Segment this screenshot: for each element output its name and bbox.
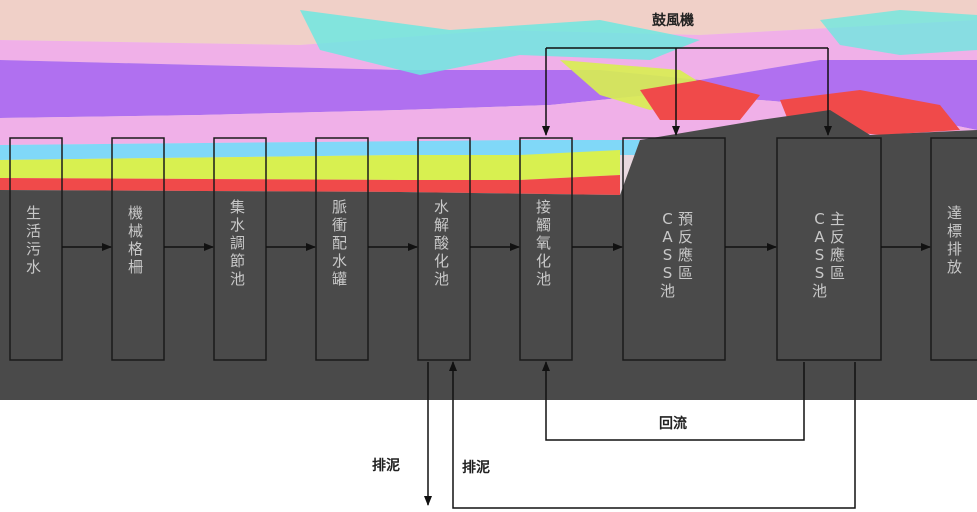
step-char: 機 (128, 204, 144, 222)
step-char: 水 (26, 258, 42, 276)
box-s5 (417, 137, 471, 361)
step-char: 反 (678, 228, 694, 246)
return-label: 回流 (659, 416, 687, 432)
box-s6 (519, 137, 573, 361)
return-lines (424, 361, 856, 509)
step-label-s2: 機械格柵 (128, 204, 143, 276)
box-s1 (9, 137, 63, 361)
step-char: 池 (812, 282, 828, 300)
step-char: S (814, 264, 825, 282)
step-char: 達 (947, 204, 963, 222)
sludge-line-right (449, 361, 856, 509)
box-s4 (315, 137, 369, 361)
step-char: 氧 (536, 234, 552, 252)
step-char: 污 (26, 240, 42, 258)
step-label-s6: 接觸氧化池 (536, 198, 551, 288)
blower-lines (542, 47, 832, 136)
step-char: 酸 (434, 234, 450, 252)
step-char: 罐 (332, 270, 348, 288)
process-boxes (9, 137, 977, 361)
step-char: 池 (536, 270, 552, 288)
box-s2 (111, 137, 165, 361)
step-char: 接 (536, 198, 552, 216)
step-char: 排 (947, 240, 963, 258)
step-label-s9: 達標排放 (947, 204, 962, 276)
step-char: S (662, 246, 673, 264)
step-char: 調 (230, 234, 246, 252)
step-char: 預 (678, 210, 694, 228)
step-char: C (662, 210, 673, 228)
step-label-s5: 水解酸化池 (434, 198, 449, 288)
step-s1-chars: 生活污水 (26, 204, 41, 276)
step-s6-chars: 接觸氧化池 (536, 198, 551, 288)
step-char: 主 (830, 210, 846, 228)
step-s7-line1: 預反應區 (678, 210, 693, 282)
step-char: 水 (230, 216, 246, 234)
step-char: 水 (434, 198, 450, 216)
blower-label: 鼓風機 (652, 13, 694, 29)
step-char: 節 (230, 252, 246, 270)
step-char: 水 (332, 252, 348, 270)
step-char: 械 (128, 222, 144, 240)
step-label-s3: 集水調節池 (230, 198, 245, 288)
step-char: 應 (830, 246, 846, 264)
step-label-s4: 脈衝配水罐 (332, 198, 347, 288)
box-s9 (930, 137, 977, 361)
step-char: C (814, 210, 825, 228)
step-char: 觸 (536, 216, 552, 234)
step-char: 集 (230, 198, 246, 216)
step-s3-chars: 集水調節池 (230, 198, 245, 288)
step-char: A (662, 228, 673, 246)
sludge-label-right: 排泥 (462, 460, 490, 476)
step-char: 池 (660, 282, 676, 300)
box-s8 (776, 137, 882, 361)
step-s5-chars: 水解酸化池 (434, 198, 449, 288)
step-char: 生 (26, 204, 42, 222)
step-char: 化 (434, 252, 450, 270)
step-char: 區 (678, 264, 694, 282)
step-char: 衝 (332, 216, 348, 234)
step-char: 區 (830, 264, 846, 282)
step-s8-line1: 主反應區 (830, 210, 845, 282)
step-char: 脈 (332, 198, 348, 216)
step-char: S (662, 264, 673, 282)
step-char: 活 (26, 222, 42, 240)
step-char: A (814, 228, 825, 246)
step-s4-chars: 脈衝配水罐 (332, 198, 347, 288)
step-char: 應 (678, 246, 694, 264)
step-char: 放 (947, 258, 963, 276)
box-s3 (213, 137, 267, 361)
step-char: 標 (947, 222, 963, 240)
step-char: 反 (830, 228, 846, 246)
background-bands (0, 0, 977, 400)
step-char: 解 (434, 216, 450, 234)
sludge-label-left: 排泥 (372, 458, 400, 474)
step-char: 池 (434, 270, 450, 288)
step-char: S (814, 246, 825, 264)
step-char: 池 (230, 270, 246, 288)
box-s7 (622, 137, 726, 361)
step-char: 柵 (128, 258, 144, 276)
step-char: 格 (128, 240, 144, 258)
step-char: 配 (332, 234, 348, 252)
step-char: 化 (536, 252, 552, 270)
return-line (542, 361, 805, 441)
step-s2-chars: 機械格柵 (128, 204, 143, 276)
step-s9-chars: 達標排放 (947, 204, 962, 276)
step-label-s1: 生活污水 (26, 204, 41, 276)
